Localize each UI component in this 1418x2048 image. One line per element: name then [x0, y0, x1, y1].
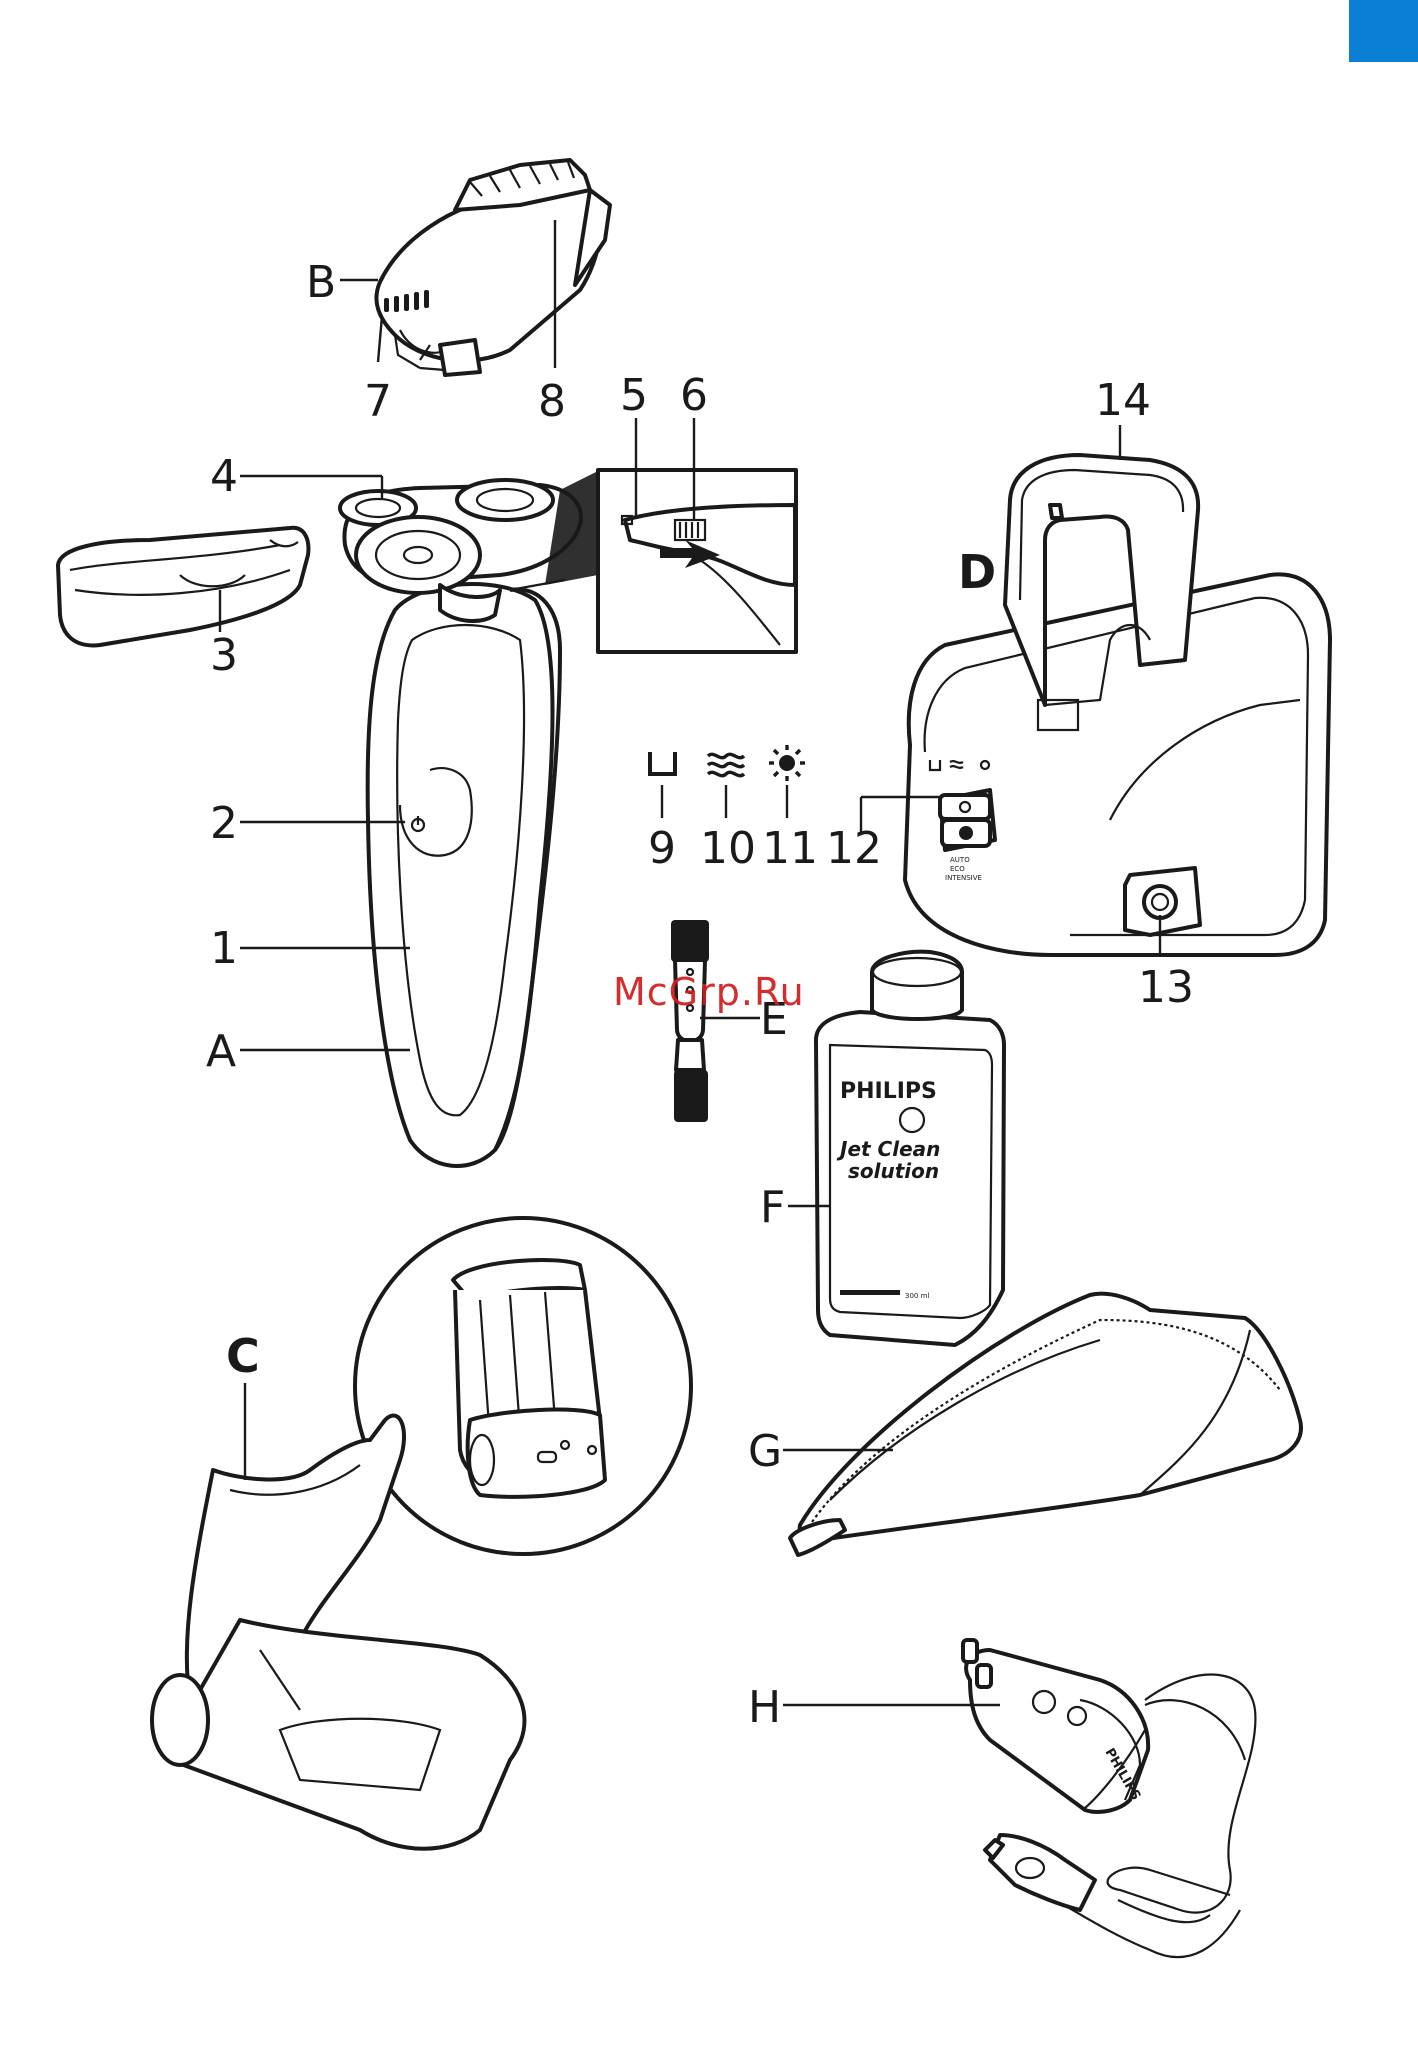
label-4: 4: [210, 451, 238, 502]
label-11: 11: [762, 823, 818, 874]
bottle-product-line2: solution: [848, 1159, 939, 1183]
label-D: D: [958, 545, 996, 599]
label-G: G: [748, 1426, 782, 1477]
jet-clean-bottle-illustration: PHILIPS Jet Clean solution 300 ml: [816, 952, 1004, 1345]
water-waves-icon: [708, 754, 744, 775]
label-8: 8: [538, 376, 566, 427]
detail-inset-illustration: [545, 470, 796, 652]
label-6: 6: [680, 370, 708, 421]
label-14: 14: [1095, 375, 1151, 426]
label-13: 13: [1138, 962, 1194, 1013]
label-1: 1: [210, 923, 238, 974]
mode-text-intensive: INTENSIVE: [945, 874, 982, 882]
cartridge-icon: [650, 752, 675, 774]
station-mode-button[interactable]: [942, 820, 990, 846]
bottle-volume: 300 ml: [905, 1292, 929, 1300]
protection-cap-illustration: [58, 528, 308, 646]
label-3: 3: [210, 630, 238, 681]
label-12: 12: [826, 823, 882, 874]
watermark-text: McGrp.Ru: [613, 970, 805, 1014]
label-F: F: [760, 1182, 785, 1233]
label-C: C: [226, 1329, 260, 1383]
label-2: 2: [210, 798, 238, 849]
label-7: 7: [364, 376, 392, 427]
bottle-product-line1: Jet Clean: [836, 1137, 940, 1161]
cleaning-brush-illustration: [671, 920, 709, 1122]
power-adapter-illustration: PHILIPS: [963, 1640, 1255, 1957]
label-B: B: [306, 257, 336, 308]
sun-dry-icon: [769, 745, 805, 781]
cleaning-station-illustration: AUTO ECO INTENSIVE: [905, 455, 1330, 955]
styler-attachment-illustration: [340, 160, 610, 375]
label-A: A: [206, 1026, 236, 1077]
station-power-button[interactable]: [940, 795, 990, 819]
stand-detail-circle: [355, 1218, 691, 1554]
label-5: 5: [620, 370, 648, 421]
mode-text-eco: ECO: [950, 865, 965, 873]
mode-text-auto: AUTO: [950, 856, 970, 864]
label-9: 9: [648, 823, 676, 874]
bottle-brand: PHILIPS: [840, 1079, 937, 1104]
label-H: H: [748, 1682, 781, 1733]
label-10: 10: [700, 823, 756, 874]
